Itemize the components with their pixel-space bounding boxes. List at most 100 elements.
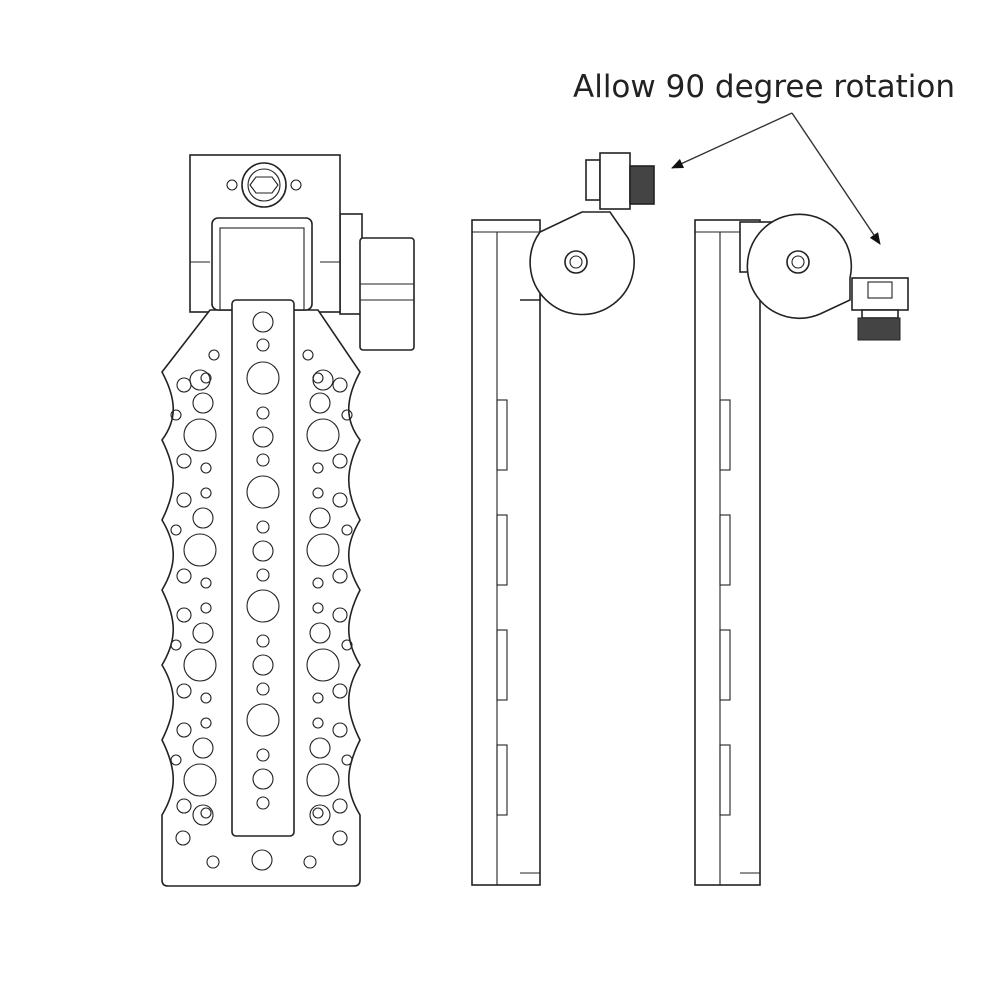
mounting-hole: [200, 602, 212, 614]
mounting-hole: [256, 568, 270, 582]
mounting-hole: [200, 717, 212, 729]
mounting-hole: [200, 487, 212, 499]
hex-socket-icon: [249, 176, 279, 194]
mounting-hole: [341, 639, 353, 651]
mounting-hole: [252, 311, 274, 333]
mounting-hole: [312, 462, 324, 474]
side-bar: [471, 219, 541, 886]
mounting-hole: [332, 568, 348, 584]
mounting-hole: [200, 807, 212, 819]
mounting-hole: [200, 692, 212, 704]
hex-screw: [241, 162, 287, 208]
mounting-hole: [341, 409, 353, 421]
mounting-hole: [192, 737, 214, 759]
mounting-hole: [246, 703, 280, 737]
front-view: [161, 154, 415, 887]
mounting-hole: [189, 369, 211, 391]
mounting-hole: [176, 568, 192, 584]
mounting-hole: [312, 692, 324, 704]
mounting-hole: [312, 487, 324, 499]
screw-knob: [851, 277, 909, 311]
knob-hub: [339, 213, 363, 315]
mounting-hole: [303, 855, 317, 869]
mounting-hole: [170, 754, 182, 766]
mounting-hole: [332, 607, 348, 623]
mounting-hole: [332, 492, 348, 508]
mounting-hole: [332, 377, 348, 393]
mounting-hole: [175, 830, 191, 846]
mounting-hole: [256, 634, 270, 648]
rotation-annotation-label: Allow 90 degree rotation: [573, 69, 955, 105]
mounting-hole: [183, 533, 217, 567]
mounting-hole: [200, 372, 212, 384]
mounting-hole: [252, 768, 274, 790]
mounting-hole: [256, 453, 270, 467]
mounting-hole: [170, 639, 182, 651]
mounting-hole: [256, 406, 270, 420]
mounting-hole: [246, 361, 280, 395]
mounting-hole: [208, 349, 220, 361]
mounting-hole: [306, 418, 340, 452]
side-view-rotated: [694, 213, 909, 886]
mounting-hole: [192, 392, 214, 414]
mounting-hole: [341, 524, 353, 536]
thread-screw: [629, 165, 655, 205]
mounting-hole: [309, 622, 331, 644]
mounting-hole: [192, 804, 214, 826]
mounting-hole: [192, 622, 214, 644]
mounting-hole: [309, 804, 331, 826]
mounting-hole: [256, 748, 270, 762]
mounting-hole: [170, 409, 182, 421]
pivot-screw: [786, 250, 810, 274]
mounting-hole: [176, 722, 192, 738]
mounting-hole: [183, 763, 217, 797]
mounting-hole: [252, 654, 274, 676]
pivot-screw: [564, 250, 588, 274]
mounting-hole: [183, 418, 217, 452]
mounting-hole: [200, 577, 212, 589]
mounting-hole: [312, 807, 324, 819]
mounting-hole: [176, 683, 192, 699]
annotation-arrows: [671, 112, 881, 245]
hole-pattern: [170, 311, 353, 871]
mounting-hole: [246, 475, 280, 509]
mounting-hole: [256, 796, 270, 810]
mounting-hole: [256, 682, 270, 696]
mounting-hole: [192, 507, 214, 529]
mounting-hole: [170, 524, 182, 536]
mounting-hole: [256, 520, 270, 534]
mounting-hole: [332, 798, 348, 814]
mounting-hole: [302, 349, 314, 361]
thread-screw: [857, 317, 901, 341]
arrow-to-rotated-screw: [791, 112, 881, 245]
mounting-hole: [312, 369, 334, 391]
mounting-hole: [306, 533, 340, 567]
screw-knob: [599, 152, 631, 210]
side-view-upright: [471, 152, 655, 886]
mounting-hole: [332, 683, 348, 699]
mounting-hole: [200, 462, 212, 474]
mounting-hole: [252, 540, 274, 562]
grip-neck: [211, 217, 313, 311]
mounting-hole: [312, 577, 324, 589]
mounting-hole: [176, 798, 192, 814]
mounting-hole: [309, 737, 331, 759]
mounting-hole: [206, 855, 220, 869]
mounting-hole: [332, 453, 348, 469]
mounting-hole: [251, 849, 273, 871]
rotation-knob: [359, 237, 415, 351]
mounting-hole: [183, 648, 217, 682]
mounting-hole: [312, 602, 324, 614]
mounting-hole: [306, 648, 340, 682]
mounting-hole: [252, 426, 274, 448]
center-slot: [231, 299, 295, 837]
mounting-hole: [246, 589, 280, 623]
arrow-to-upright-screw: [671, 112, 793, 169]
mounting-hole: [306, 763, 340, 797]
mounting-hole: [176, 607, 192, 623]
mounting-hole: [312, 717, 324, 729]
mounting-hole: [176, 453, 192, 469]
mounting-hole: [309, 392, 331, 414]
